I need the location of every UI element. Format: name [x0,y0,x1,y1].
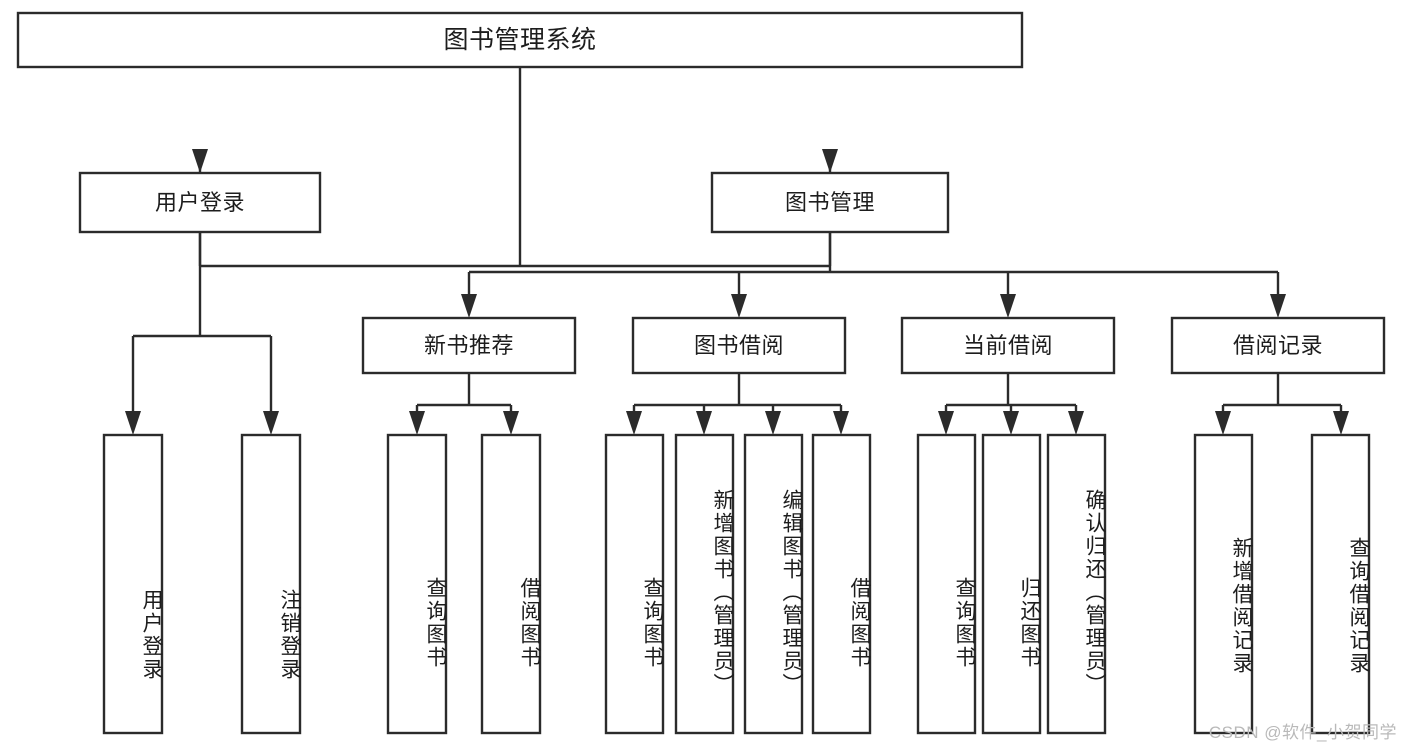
node-box-user-login[interactable] [78,171,322,234]
connector-borrow-record-to-leaves [1215,373,1349,435]
connector-new-book-recommend-to-leaves [409,373,519,435]
node-box-leaf-borrow-book-2[interactable] [811,433,872,735]
connector-book-manage-to-level3 [461,232,1286,318]
node-box-leaf-borrow-book-1[interactable] [480,433,542,735]
connector-user-login-to-leaves [125,232,279,435]
node-box-leaf-user-login[interactable] [102,433,164,735]
arrow-to-new-book-recommend [461,294,477,318]
arrow-to-book-borrow [731,294,747,318]
node-box-leaf-query-record[interactable] [1310,433,1371,735]
arrow-leaf-edit-book [765,411,781,435]
node-box-leaf-user-logout[interactable] [240,433,302,735]
node-box-leaf-query-book-3[interactable] [916,433,977,735]
node-box-current-borrow[interactable] [900,316,1116,375]
connector-current-borrow-to-leaves [938,373,1084,435]
node-box-leaf-return-book[interactable] [981,433,1042,735]
node-box-leaf-query-book-2[interactable] [604,433,665,735]
arrow-leaf-add-book [696,411,712,435]
arrow-leaf-query-book-3 [938,411,954,435]
arrow-leaf-confirm-return [1068,411,1084,435]
arrow-leaf-borrow-book-2 [833,411,849,435]
connector-book-borrow-to-leaves [626,373,849,435]
node-box-leaf-add-record[interactable] [1193,433,1254,735]
node-box-root[interactable] [16,11,1024,69]
arrow-to-current-borrow [1000,294,1016,318]
node-box-new-book-recommend[interactable] [361,316,577,375]
node-box-book-manage[interactable] [710,171,950,234]
arrow-to-book-manage [822,149,838,173]
node-box-leaf-confirm-return[interactable] [1046,433,1107,735]
arrow-leaf-user-logout [263,411,279,435]
node-box-borrow-record[interactable] [1170,316,1386,375]
arrow-leaf-query-book-2 [626,411,642,435]
arrow-to-borrow-record [1270,294,1286,318]
arrow-leaf-add-record [1215,411,1231,435]
arrow-to-user-login [192,149,208,173]
arrow-leaf-borrow-book-1 [503,411,519,435]
node-box-leaf-edit-book[interactable] [743,433,804,735]
node-box-book-borrow[interactable] [631,316,847,375]
node-box-leaf-query-book-1[interactable] [386,433,448,735]
arrow-leaf-user-login [125,411,141,435]
connector-root-to-level2 [192,67,838,268]
node-box-leaf-add-book[interactable] [674,433,735,735]
arrow-leaf-query-book-1 [409,411,425,435]
arrow-leaf-query-record [1333,411,1349,435]
arrow-leaf-return-book [1003,411,1019,435]
